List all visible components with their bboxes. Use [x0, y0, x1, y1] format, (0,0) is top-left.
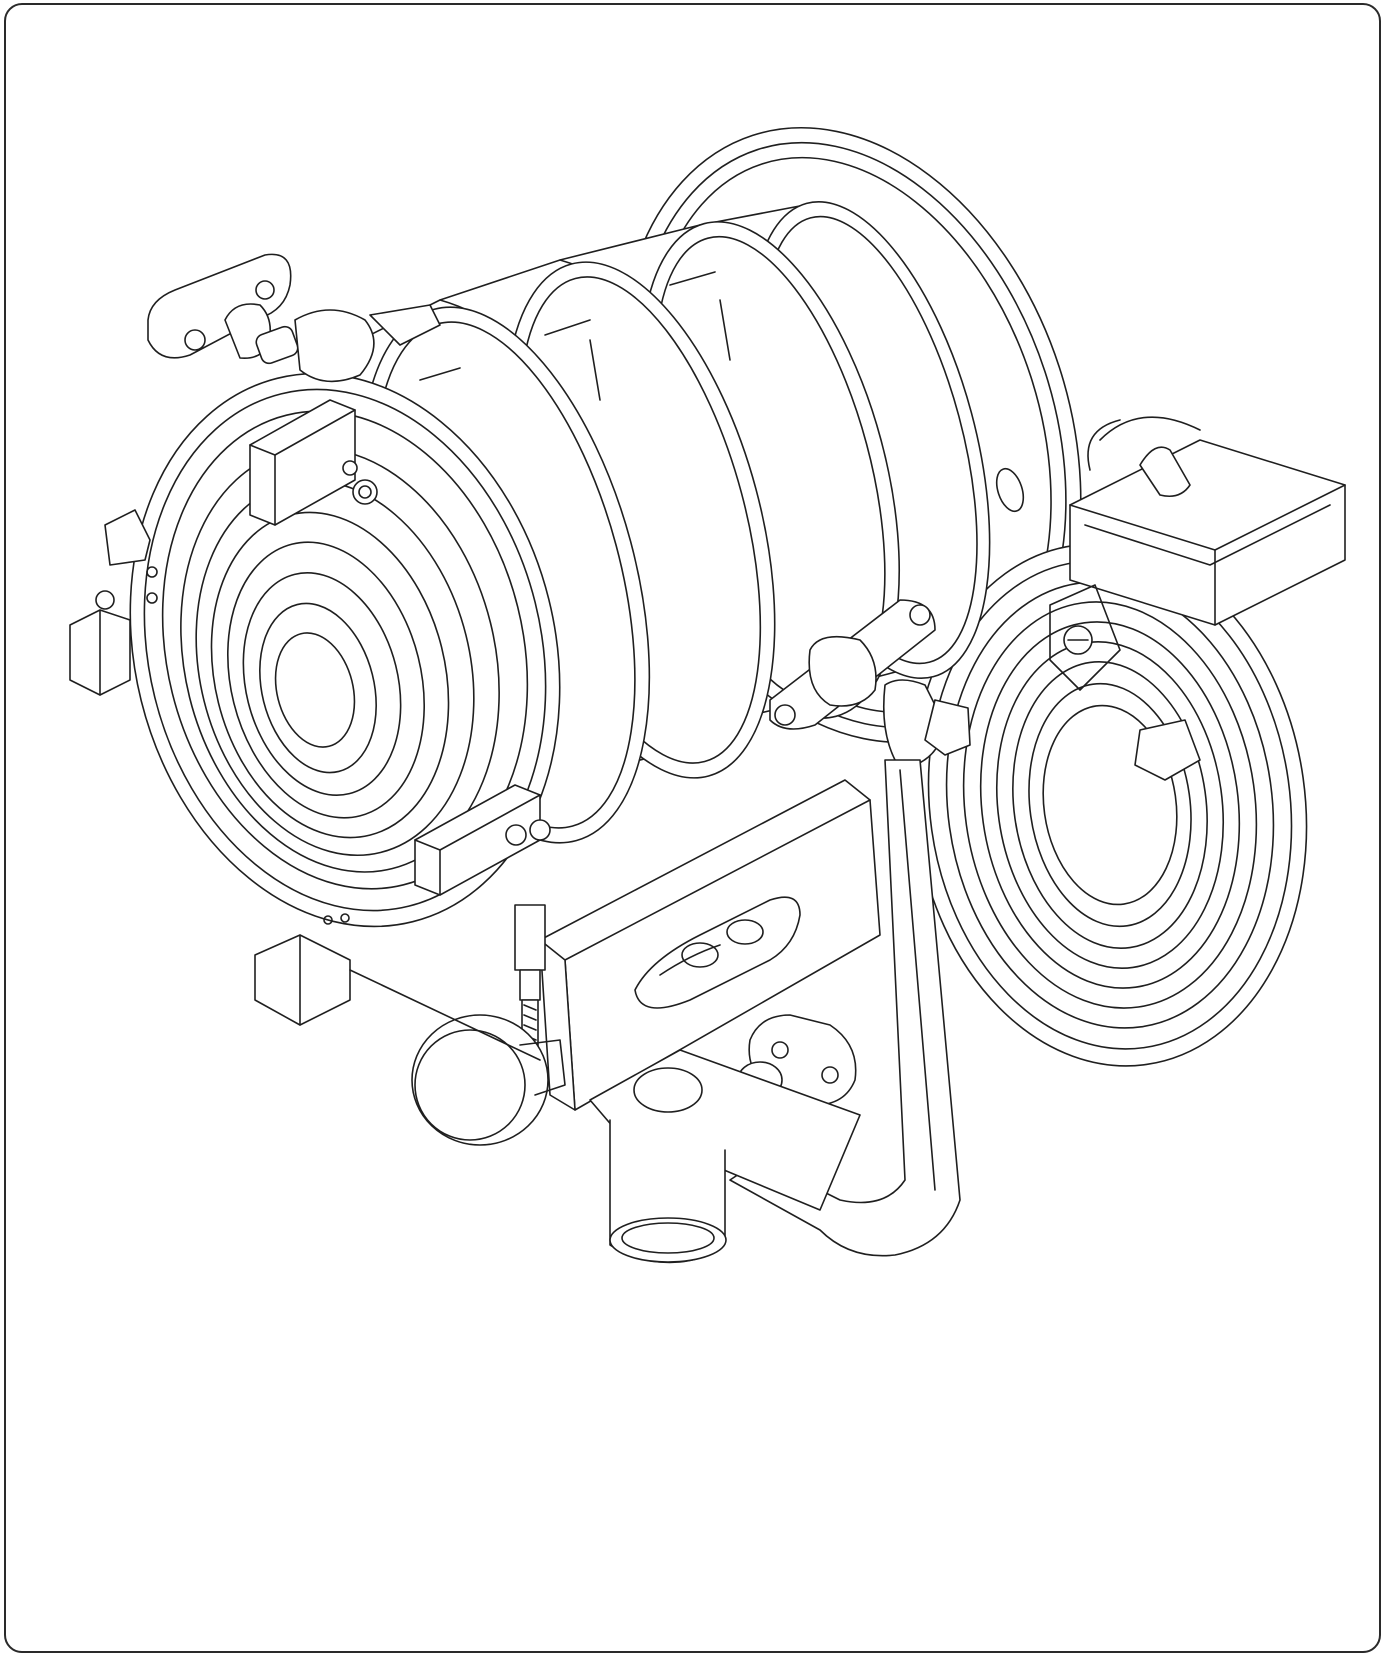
front-rail — [255, 935, 540, 1060]
focus-knob — [412, 905, 565, 1145]
yoke-pivot-right — [770, 600, 970, 765]
mount-bracket-box — [540, 780, 880, 1110]
stand-spigot — [610, 1120, 726, 1262]
left-clamp — [70, 510, 150, 695]
top-tilt-knob — [148, 254, 440, 381]
rear-disc-tab — [1135, 720, 1200, 780]
rear-side-screw — [1050, 585, 1120, 690]
lens-clip-top — [250, 400, 377, 525]
yoke-arm — [730, 760, 960, 1256]
front-fresnel-lens — [73, 328, 616, 973]
rear-switch-housing — [1070, 417, 1345, 625]
lens-clip-bottom — [415, 785, 550, 895]
